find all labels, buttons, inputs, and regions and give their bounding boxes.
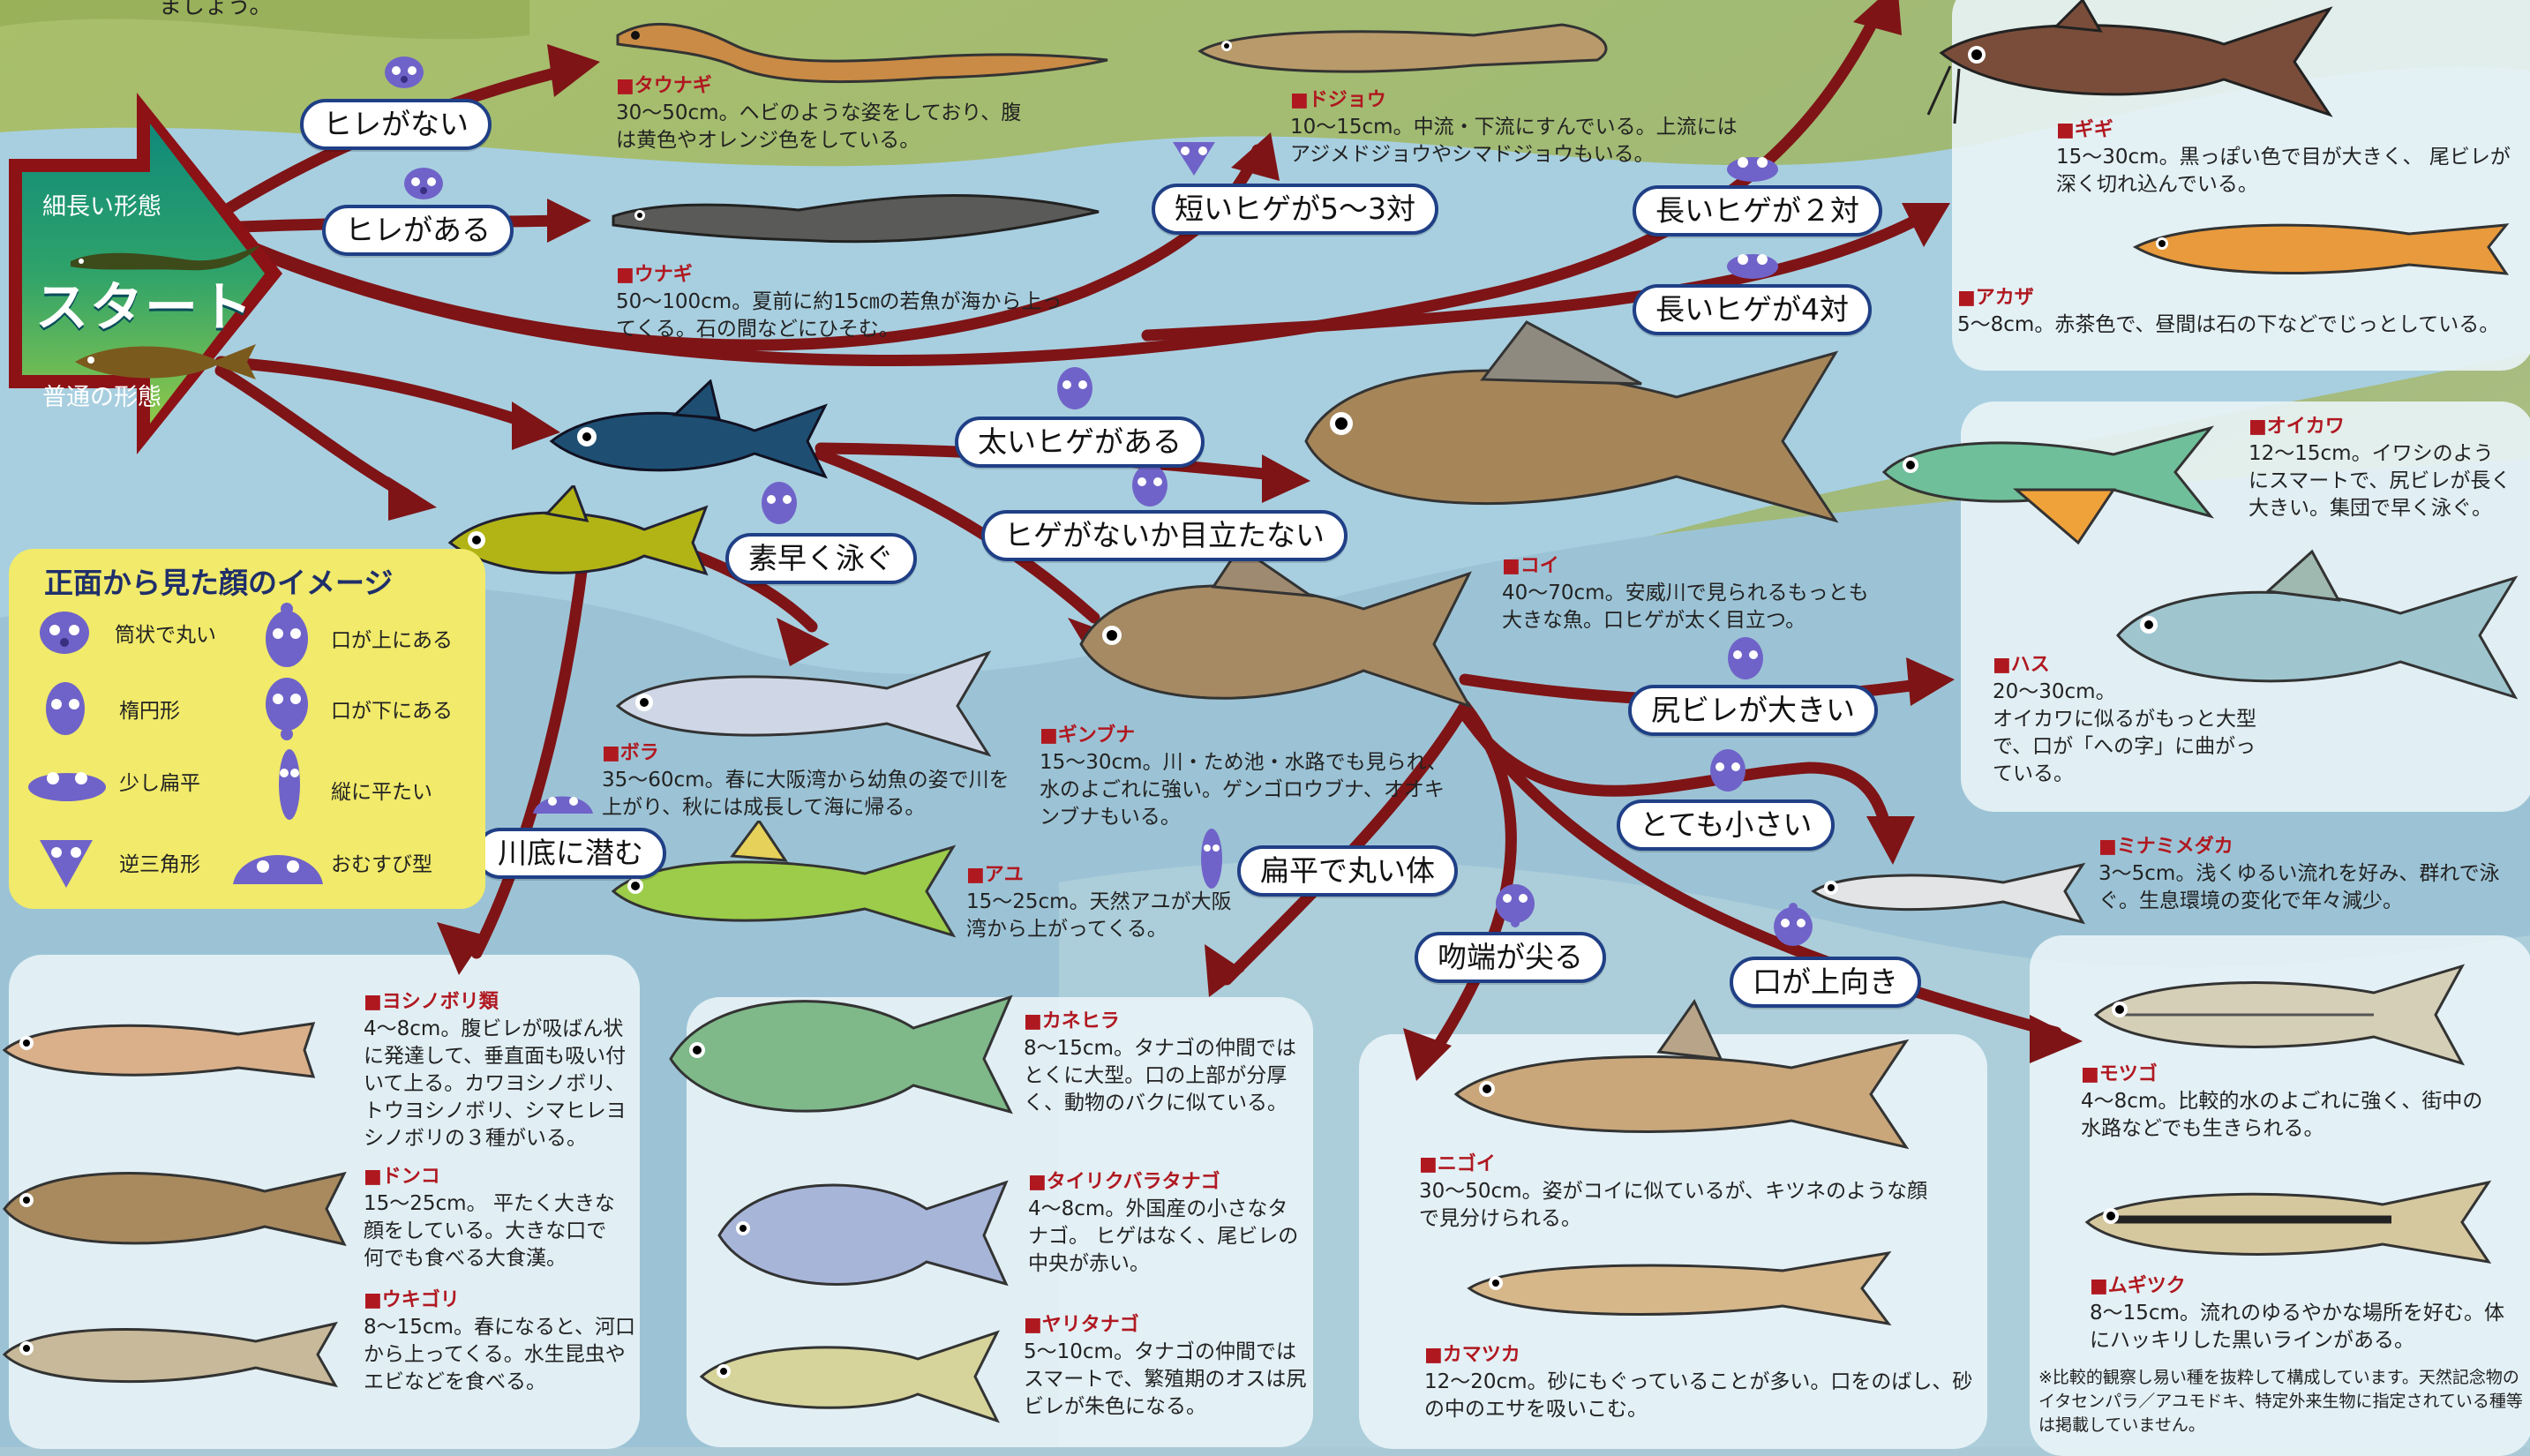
face-oval-icon <box>1703 746 1753 795</box>
legend-item-mouth-up: 口が上にある <box>331 623 453 653</box>
fish-minamimedaka <box>1800 847 2091 935</box>
legend-item-oval: 楕円形 <box>119 694 180 724</box>
face-legend: 正面から見た顔のイメージ 筒状で丸い 口が上にある 楕円形 口が下にある 少し扁… <box>9 549 485 909</box>
face-oval-icon <box>1721 634 1770 683</box>
label-no-fin: ヒレがない <box>300 99 492 150</box>
label-long-barbel-4: 長いヒゲが4対 <box>1633 284 1872 335</box>
fish-yaritanago <box>688 1306 1006 1447</box>
legend-item-inverted-triangle: 逆三角形 <box>119 847 200 877</box>
face-mouth-up-icon <box>1769 900 1817 949</box>
fish-koi <box>1288 318 1853 547</box>
fish-ginbuna <box>1063 547 1478 724</box>
normal-fish-silhouette-icon <box>66 335 260 388</box>
start-top-label: 細長い形態 <box>42 187 161 221</box>
face-rice-ball-icon <box>229 838 327 886</box>
face-flat-icon <box>1725 247 1780 281</box>
label-swim-fast: 素早く泳ぐ <box>725 533 917 584</box>
legend-item-mouth-down: 口が下にある <box>331 694 453 724</box>
face-mouth-down-icon <box>1491 881 1539 930</box>
fish-kamatsuka <box>1456 1218 1897 1350</box>
legend-item-flat: 少し扁平 <box>119 766 200 796</box>
fish-mugitsuku <box>2074 1147 2497 1288</box>
fish-donko <box>0 1138 353 1271</box>
legend-item-rice-ball: おむすび型 <box>331 847 432 877</box>
label-big-anal-fin: 尻ビレが大きい <box>1628 685 1878 736</box>
face-oval-icon <box>1050 364 1100 413</box>
normal-fish-blue <box>543 379 834 494</box>
fish-yoshinobori <box>0 979 327 1112</box>
footnote: ※比較的観察し易い種を抜粋して構成しています。天然記念物のイタセンパラ／アユモド… <box>2038 1366 2524 1437</box>
face-oval-icon <box>1125 461 1175 510</box>
face-oval-icon <box>754 478 804 528</box>
face-flat-icon <box>25 761 109 805</box>
fish-dojou <box>1182 7 1624 91</box>
label-short-barbel: 短いヒゲが5〜3対 <box>1152 184 1438 235</box>
label-no-barbel: ヒゲがないか目立たない <box>981 510 1348 561</box>
fish-oikawa <box>1866 393 2219 552</box>
label-has-fin: ヒレがある <box>322 205 514 256</box>
label-very-small: とても小さい <box>1617 799 1835 851</box>
label-long-barbel-2: 長いヒゲが２対 <box>1633 185 1882 236</box>
eel-silhouette-icon <box>62 236 265 281</box>
fish-ukigori <box>0 1288 344 1412</box>
face-round-icon <box>35 607 94 658</box>
face-mouth-down-icon <box>260 672 313 743</box>
label-pointed-snout: 吻端が尖る <box>1415 932 1606 983</box>
face-inverted-triangle-icon <box>35 833 97 891</box>
face-vertical-flat-icon <box>272 745 307 824</box>
face-round-icon <box>382 53 426 92</box>
fish-kanehira <box>657 962 1019 1130</box>
face-round-icon <box>402 164 446 203</box>
fish-gigi <box>1924 0 2347 132</box>
fish-unagi <box>604 176 1116 265</box>
legend-title: 正面から見た顔のイメージ <box>44 559 393 602</box>
fish-tairiku-baratanago <box>706 1147 1015 1306</box>
face-rice-ball-icon <box>529 784 597 815</box>
label-thick-barbel: 太いヒゲがある <box>955 417 1205 468</box>
face-oval-icon <box>39 678 92 739</box>
label-upturned-mouth: 口が上向き <box>1730 957 1921 1008</box>
label-bottom-dweller: 川底に潜む <box>475 828 666 879</box>
legend-item-vertical-flat: 縦に平たい <box>331 775 432 805</box>
arrow-to-gobies <box>477 565 582 953</box>
face-mouth-up-icon <box>260 600 313 671</box>
legend-item-round: 筒状で丸い <box>115 618 216 648</box>
label-flat-round: 扁平で丸い体 <box>1237 845 1458 897</box>
face-inverted-triangle-icon <box>1169 137 1219 177</box>
fish-nigoi <box>1438 997 1915 1174</box>
